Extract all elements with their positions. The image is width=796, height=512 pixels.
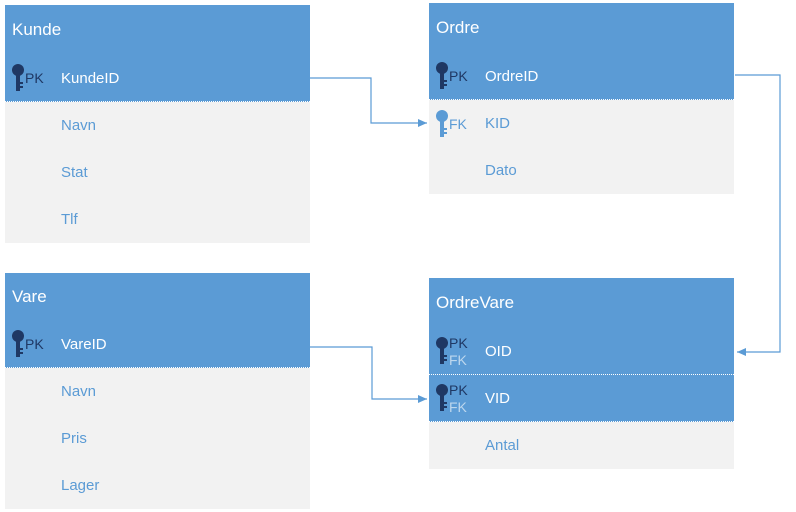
entity-row-vareid: PK VareID: [5, 321, 310, 368]
entity-row-pris: Pris: [5, 415, 310, 462]
entity-row-tlf: Tlf: [5, 196, 310, 243]
entity-row-antal: Antal: [429, 422, 734, 469]
entity-row-dato: Dato: [429, 147, 734, 194]
entity-row-navn: Navn: [5, 102, 310, 149]
pk-tag: PK: [449, 68, 468, 84]
column-label: Antal: [485, 437, 520, 454]
entity-row-vid: PK FK VID: [429, 375, 734, 422]
key-icon: [12, 64, 24, 91]
entity-title: OrdreVare: [429, 278, 734, 328]
pk-tag: PK: [25, 336, 44, 352]
column-label: Tlf: [61, 211, 78, 228]
column-label: Stat: [61, 164, 88, 181]
link-vare-ordrevare: [310, 346, 427, 403]
entity-row-navn: Navn: [5, 368, 310, 415]
fk-tag: FK: [449, 399, 467, 415]
entity-row-oid: PK FK OID: [429, 328, 734, 375]
column-label: Dato: [485, 162, 517, 179]
entity-title: Ordre: [429, 3, 734, 53]
entity-row-lager: Lager: [5, 462, 310, 509]
link-kunde-ordre: [310, 77, 427, 127]
key-icon: [436, 337, 448, 364]
entity-ordre: Ordre PK OrdreID FK KID Dato: [429, 3, 734, 194]
entity-row-kid: FK KID: [429, 100, 734, 147]
entity-title: Vare: [5, 273, 310, 321]
link-ordre-ordrevare: [735, 74, 781, 356]
entity-kunde: Kunde PK KundeID Navn Stat Tlf: [5, 5, 310, 243]
entity-row-stat: Stat: [5, 149, 310, 196]
key-icon: [436, 62, 448, 89]
column-label: KID: [485, 115, 511, 132]
column-label: Navn: [61, 117, 97, 134]
column-label: VareID: [61, 335, 107, 353]
key-icon: [436, 109, 448, 137]
column-label: OID: [485, 342, 512, 360]
entity-ordrevare: OrdreVare PK FK OID PK FK VID Antal: [429, 278, 734, 469]
column-label: Navn: [61, 383, 97, 400]
pk-tag: PK: [449, 382, 468, 398]
column-label: Pris: [61, 430, 87, 447]
entity-row-kundeid: PK KundeID: [5, 55, 310, 102]
column-label: OrdreID: [485, 67, 539, 85]
pk-tag: PK: [25, 70, 44, 86]
key-icon: [12, 330, 24, 357]
column-label: VID: [485, 389, 511, 407]
fk-tag: FK: [449, 352, 467, 368]
entity-row-ordreid: PK OrdreID: [429, 53, 734, 100]
entity-vare: Vare PK VareID Navn Pris Lager: [5, 273, 310, 509]
entity-title: Kunde: [5, 5, 310, 55]
column-label: KundeID: [61, 69, 120, 87]
column-label: Lager: [61, 477, 100, 494]
fk-tag: FK: [449, 115, 467, 132]
pk-tag: PK: [449, 335, 468, 351]
key-icon: [436, 384, 448, 411]
